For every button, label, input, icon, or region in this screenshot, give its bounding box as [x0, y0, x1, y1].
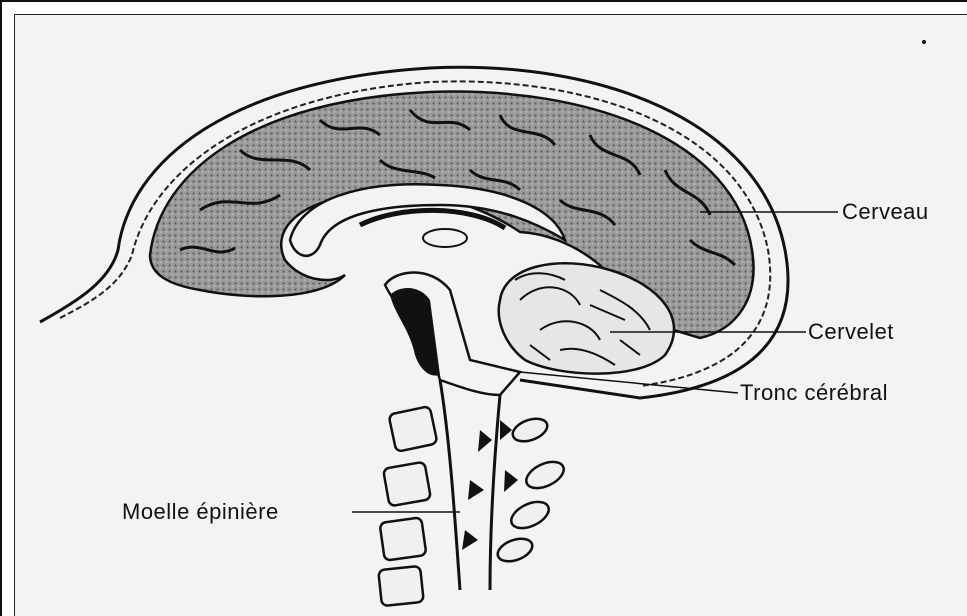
label-cervelet: Cervelet — [808, 319, 894, 345]
label-moelle-epiniere: Moelle épinière — [122, 499, 279, 525]
stray-mark — [922, 40, 926, 44]
leader-line-tronc — [520, 372, 738, 393]
ventricle — [423, 229, 467, 247]
label-tronc-cerebral: Tronc cérébral — [740, 380, 888, 406]
label-cerveau: Cerveau — [842, 199, 929, 225]
vertebrae — [378, 406, 437, 606]
